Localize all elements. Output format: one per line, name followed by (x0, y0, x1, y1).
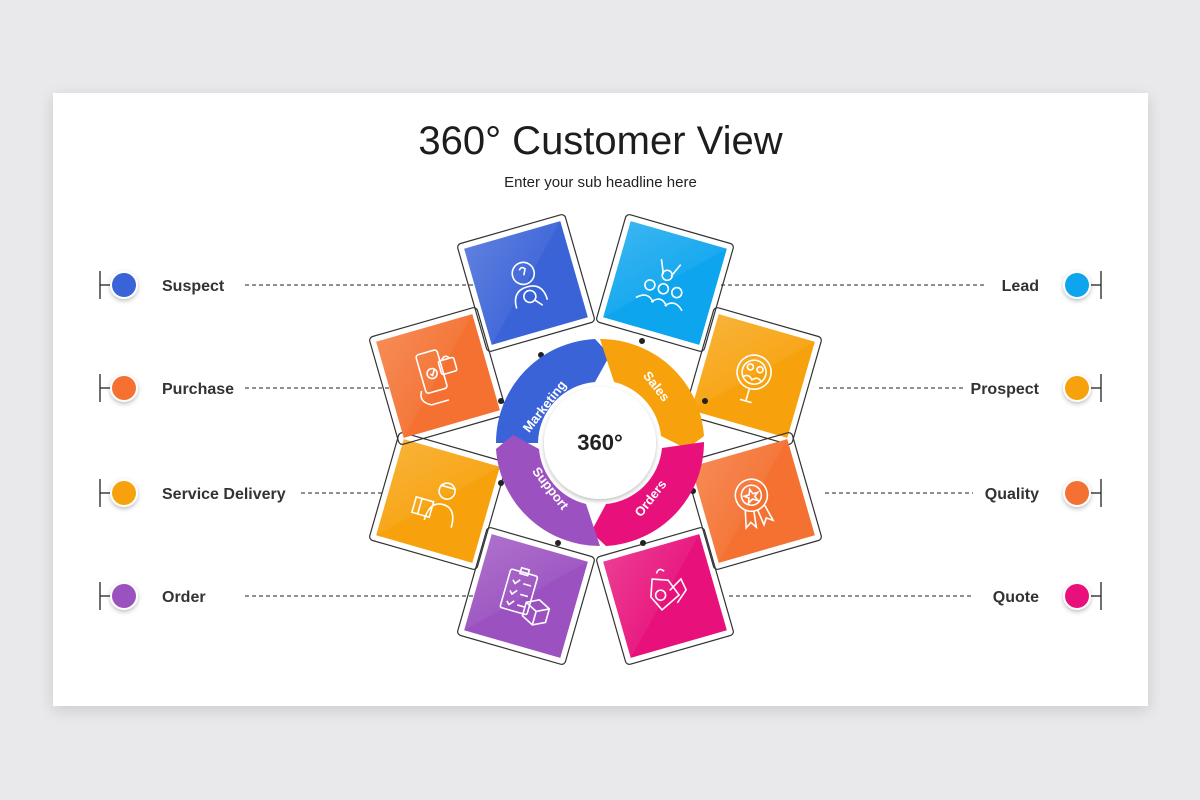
ring-segment-marketing (495, 339, 610, 443)
bullet-dot (112, 584, 136, 608)
ring-segment-orders (591, 442, 705, 546)
item-label-suspect: Suspect (162, 278, 225, 295)
right-connector-lines (721, 284, 985, 597)
tile-team (596, 214, 734, 352)
bullet-dot (1065, 273, 1089, 297)
item-label-quality: Quality (985, 486, 1039, 503)
bullet-dot (1065, 584, 1089, 608)
item-label-service-delivery: Service Delivery (162, 486, 286, 503)
tile-checklist (457, 527, 595, 665)
tile-group-search (684, 307, 822, 445)
ring-segment-sales (600, 338, 704, 449)
tile-mobile-shopping (369, 307, 507, 445)
bullet-dot (112, 273, 136, 297)
bullet-dot (112, 376, 136, 400)
tile-detective (457, 214, 595, 352)
bullet-dot (112, 481, 136, 505)
left-connector-lines (245, 284, 483, 597)
price-tag-icon (650, 568, 688, 611)
right-items: Lead Prospect Quality Quote (971, 271, 1091, 610)
bullet-dot (1065, 376, 1089, 400)
item-label-quote: Quote (993, 589, 1039, 606)
left-items: Suspect Purchase Service Delivery Order (110, 271, 286, 610)
ring: 360° Marketing Sales Orders Support (495, 338, 705, 547)
item-label-purchase: Purchase (162, 381, 234, 398)
slide: 360° Customer View Enter your sub headli… (53, 93, 1148, 706)
tile-award (684, 432, 822, 570)
award-badge-icon (734, 478, 775, 530)
delivery-person-icon (410, 482, 457, 528)
detective-icon (511, 261, 549, 309)
customer-view-diagram: Suspect Purchase Service Delivery Order … (99, 214, 1102, 665)
group-magnifier-icon (736, 354, 772, 404)
page-title: 360° Customer View (418, 119, 783, 163)
ring-segment-support (496, 435, 600, 547)
team-cheer-icon (635, 258, 683, 312)
tiles (369, 214, 822, 665)
center-circle (544, 387, 656, 499)
item-label-prospect: Prospect (971, 381, 1040, 398)
checklist-box-icon (499, 566, 551, 626)
end-markers (99, 271, 1102, 610)
item-label-lead: Lead (1002, 278, 1039, 295)
tile-delivery (369, 432, 507, 570)
bullet-dot (1065, 481, 1089, 505)
item-label-order: Order (162, 589, 206, 606)
page-subtitle: Enter your sub headline here (504, 174, 697, 191)
mobile-shopping-icon (415, 349, 458, 406)
center-label: 360° (577, 430, 623, 455)
tile-price-tag (596, 527, 734, 665)
